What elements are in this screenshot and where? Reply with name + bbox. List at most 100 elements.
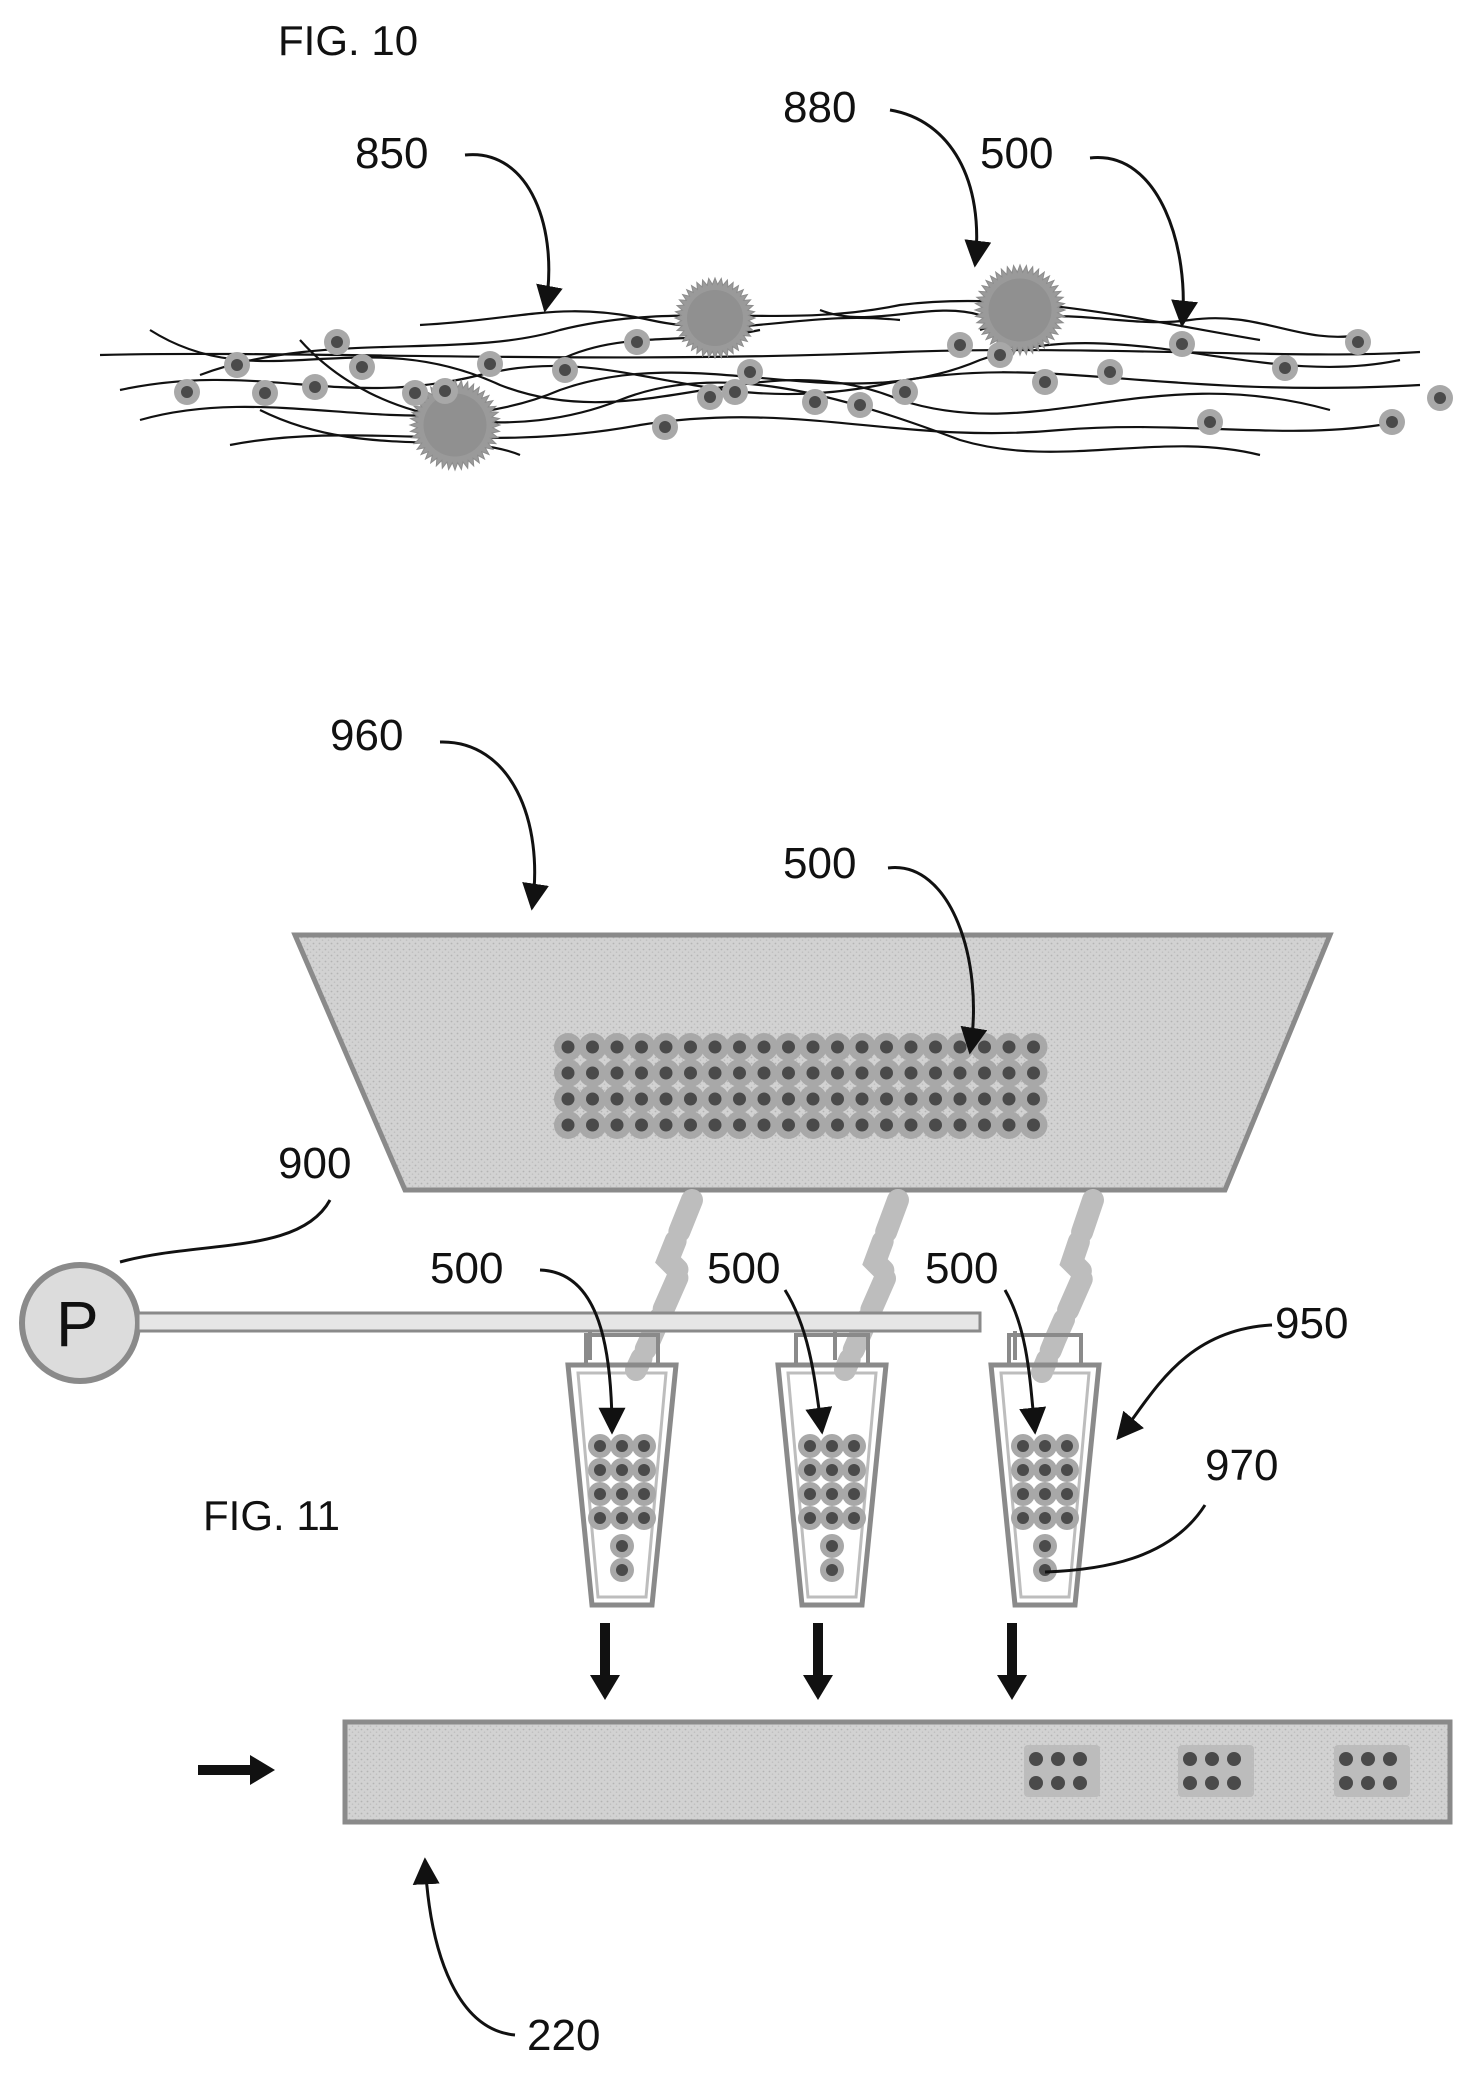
tube-bead xyxy=(1055,1506,1079,1530)
tube-bead xyxy=(1033,1482,1057,1506)
leader-220 xyxy=(425,1860,515,2035)
hopper-bead xyxy=(677,1033,705,1061)
hopper-bead xyxy=(750,1059,778,1087)
hopper-bead xyxy=(922,1033,950,1061)
deposited-bead-clusters xyxy=(1024,1745,1410,1797)
fig11-title: FIG. 11 xyxy=(203,1492,340,1539)
hopper-bead xyxy=(701,1111,729,1139)
fiber-bead xyxy=(174,379,200,405)
fiber-bead xyxy=(252,380,278,406)
leader-880 xyxy=(890,110,977,265)
hopper-bead xyxy=(750,1033,778,1061)
leader-900 xyxy=(120,1200,330,1262)
hopper-bead xyxy=(579,1111,607,1139)
tube-bead xyxy=(588,1482,612,1506)
label-500-tube1: 500 xyxy=(430,1244,503,1293)
hopper-bead xyxy=(603,1085,631,1113)
tube-bead xyxy=(632,1434,656,1458)
hopper-bead xyxy=(554,1059,582,1087)
tube-bead xyxy=(842,1434,866,1458)
hopper-bead xyxy=(701,1033,729,1061)
hopper-bead xyxy=(873,1085,901,1113)
hopper-bead xyxy=(1020,1059,1048,1087)
fiber-bead xyxy=(302,374,328,400)
hopper-bead xyxy=(799,1111,827,1139)
bead-cluster xyxy=(1178,1745,1254,1797)
fiber-bead xyxy=(224,352,250,378)
tube-bead xyxy=(588,1434,612,1458)
label-500-tube3: 500 xyxy=(925,1244,998,1293)
fiber-bead xyxy=(477,351,503,377)
hopper-bead xyxy=(579,1085,607,1113)
tube-bead xyxy=(1033,1458,1057,1482)
fiber-bead xyxy=(1032,369,1058,395)
fiber-bead xyxy=(432,378,458,404)
label-220: 220 xyxy=(527,2011,600,2060)
fiber-bead xyxy=(737,359,763,385)
hopper-bead xyxy=(995,1085,1023,1113)
hopper-bead xyxy=(677,1085,705,1113)
hopper-bead xyxy=(726,1085,754,1113)
hopper-bead xyxy=(848,1033,876,1061)
hopper-bead xyxy=(873,1033,901,1061)
tube-bead xyxy=(610,1506,634,1530)
hopper-bead xyxy=(652,1111,680,1139)
hopper-bead xyxy=(701,1085,729,1113)
hopper-bead xyxy=(799,1059,827,1087)
leader-500-tube1 xyxy=(540,1270,612,1432)
fiber-bead xyxy=(624,329,650,355)
tube-bead xyxy=(1011,1458,1035,1482)
hopper-bead xyxy=(750,1085,778,1113)
hopper-bead xyxy=(554,1033,582,1061)
hopper-bead xyxy=(1020,1085,1048,1113)
tube-bead xyxy=(632,1506,656,1530)
drop-arrows xyxy=(590,1623,1027,1700)
hopper-bead xyxy=(848,1059,876,1087)
hopper-bead xyxy=(579,1059,607,1087)
hopper-bead xyxy=(750,1111,778,1139)
dispense-tube-1 xyxy=(568,1335,676,1605)
tube-bead xyxy=(820,1482,844,1506)
hopper-bead xyxy=(775,1111,803,1139)
tube-bead xyxy=(820,1558,844,1582)
dispense-tube-2 xyxy=(778,1335,886,1605)
label-850: 850 xyxy=(355,129,428,178)
hopper-bead xyxy=(603,1059,631,1087)
large-particles xyxy=(410,265,1065,470)
hopper-bead xyxy=(799,1033,827,1061)
hopper-bead xyxy=(1020,1033,1048,1061)
hopper-bead xyxy=(922,1059,950,1087)
hopper-bead xyxy=(1020,1111,1048,1139)
fiber-bead xyxy=(349,354,375,380)
fiber-bead xyxy=(947,332,973,358)
fiber-bead xyxy=(1272,355,1298,381)
fiber-bead xyxy=(402,380,428,406)
fiber-bead xyxy=(987,342,1013,368)
hopper-bead xyxy=(726,1059,754,1087)
hopper-bead xyxy=(824,1085,852,1113)
hopper-bead xyxy=(554,1085,582,1113)
hopper-bead xyxy=(873,1059,901,1087)
tube-bead xyxy=(842,1506,866,1530)
large-particle xyxy=(675,278,755,358)
tube-bead xyxy=(632,1482,656,1506)
tube-bead xyxy=(820,1458,844,1482)
tube-bead xyxy=(1055,1482,1079,1506)
leader-500-fig10 xyxy=(1090,158,1183,325)
tube-bead xyxy=(1011,1506,1035,1530)
hopper-bead xyxy=(848,1085,876,1113)
bead-cluster xyxy=(1024,1745,1100,1797)
tube-bead xyxy=(632,1458,656,1482)
hopper-bead xyxy=(848,1111,876,1139)
fiber-bead xyxy=(847,392,873,418)
hopper-bead xyxy=(824,1111,852,1139)
feed-arrow xyxy=(198,1755,275,1785)
hopper-bead xyxy=(677,1059,705,1087)
tube-bead xyxy=(798,1458,822,1482)
leader-950 xyxy=(1118,1325,1272,1438)
hopper-bead xyxy=(873,1111,901,1139)
fiber-bead xyxy=(652,414,678,440)
label-880: 880 xyxy=(783,83,856,132)
hopper-bead xyxy=(897,1085,925,1113)
